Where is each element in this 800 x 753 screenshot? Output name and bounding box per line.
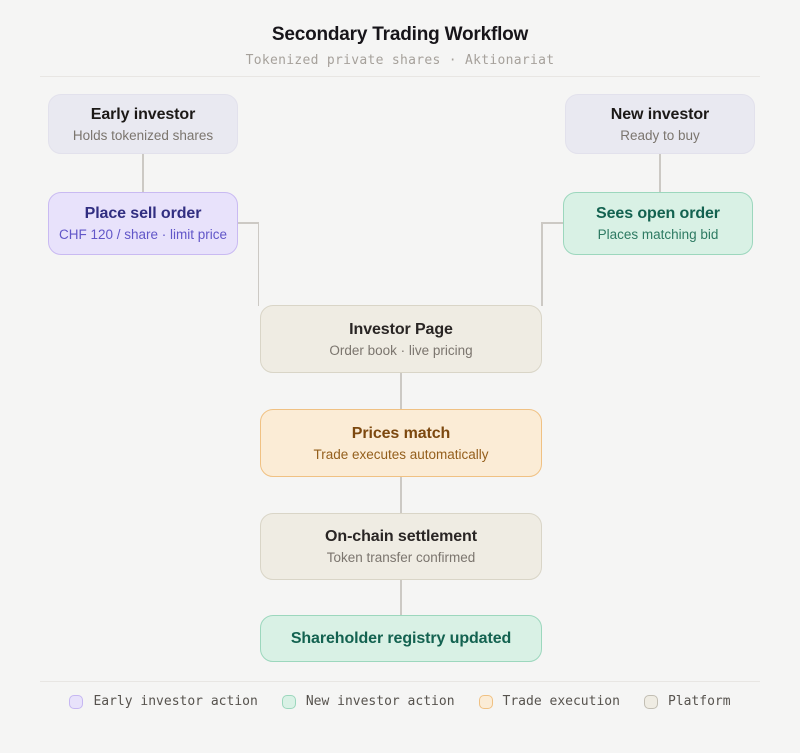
page-subtitle: Tokenized private shares · Aktionariat (245, 53, 555, 68)
node-early-investor: Early investor Holds tokenized shares (48, 94, 238, 154)
node-title: Shareholder registry updated (290, 629, 512, 647)
connector-open-elbow-h (542, 222, 563, 224)
node-shareholder-registry-updated: Shareholder registry updated (260, 615, 542, 662)
node-sees-open-order: Sees open order Places matching bid (563, 192, 753, 255)
legend-swatch-purple (69, 694, 84, 709)
legend-swatch-orange (478, 694, 493, 709)
node-subtitle: Trade executes automatically (313, 446, 489, 462)
node-title: New investor (610, 105, 710, 123)
legend-label: Early investor action (93, 694, 258, 709)
connector-match-to-settle (400, 477, 402, 513)
connector-sell-elbow-h (238, 222, 259, 224)
connector-settle-to-registry (400, 580, 402, 615)
page-title: Secondary Trading Workflow (271, 24, 529, 45)
node-subtitle: Holds tokenized shares (72, 127, 214, 143)
footer-divider (40, 681, 760, 682)
node-place-sell-order: Place sell order CHF 120 / share · limit… (48, 192, 238, 255)
connector-open-elbow-v (541, 222, 543, 306)
node-subtitle: Order book · live pricing (329, 342, 473, 358)
node-subtitle: CHF 120 / share · limit price (58, 227, 228, 242)
legend-label: Trade execution (502, 694, 620, 709)
legend-swatch-green (281, 694, 296, 709)
legend-swatch-beige (643, 694, 658, 709)
node-title: Early investor (90, 105, 196, 123)
node-investor-page: Investor Page Order book · live pricing (260, 305, 542, 373)
node-new-investor: New investor Ready to buy (565, 94, 755, 154)
legend-item-early-investor-action: Early investor action (69, 694, 258, 709)
connector-early-to-sell (142, 154, 144, 192)
connector-new-to-open (659, 154, 661, 192)
node-prices-match: Prices match Trade executes automaticall… (260, 409, 542, 477)
header-divider (40, 76, 760, 77)
connector-sell-elbow-v (257, 222, 259, 306)
node-subtitle: Ready to buy (620, 127, 700, 143)
node-subtitle: Places matching bid (597, 227, 719, 242)
node-onchain-settlement: On-chain settlement Token transfer confi… (260, 513, 542, 580)
node-title: Prices match (351, 424, 451, 442)
legend: Early investor action New investor actio… (0, 694, 800, 709)
legend-item-platform: Platform (643, 694, 731, 709)
node-title: Place sell order (84, 205, 202, 222)
legend-label: New investor action (305, 694, 455, 709)
node-title: Sees open order (596, 205, 720, 222)
node-title: On-chain settlement (325, 528, 477, 545)
node-title: Investor Page (349, 320, 453, 338)
legend-item-new-investor-action: New investor action (281, 694, 455, 709)
connector-page-to-match (400, 373, 402, 409)
node-subtitle: Token transfer confirmed (326, 550, 476, 565)
legend-item-trade-execution: Trade execution (478, 694, 620, 709)
legend-label: Platform (667, 694, 731, 709)
